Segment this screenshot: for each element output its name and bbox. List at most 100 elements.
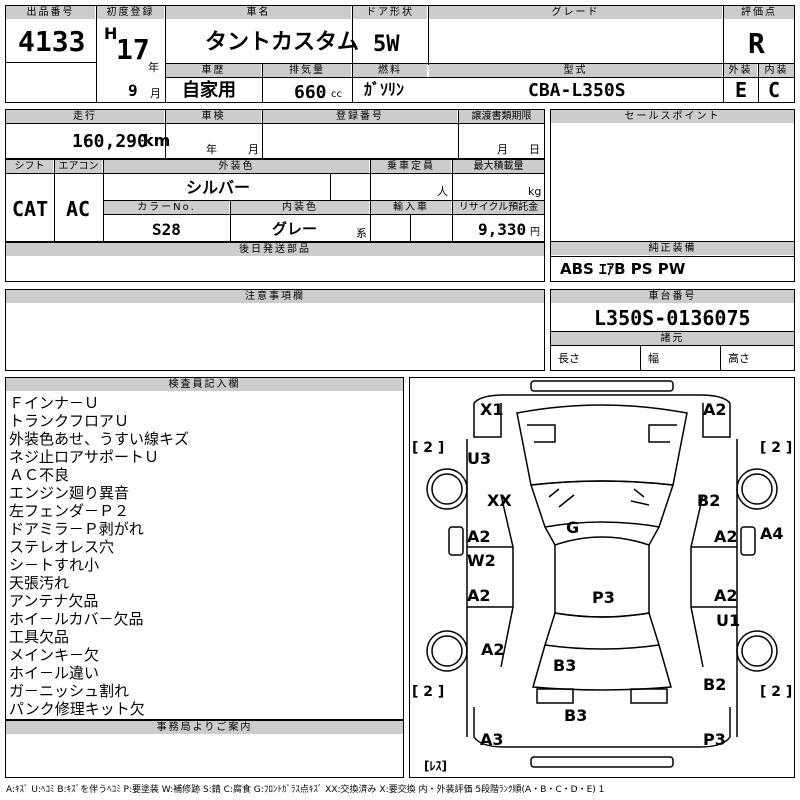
lot-no: 4133: [18, 25, 86, 58]
mileage-label: 走行: [6, 110, 164, 123]
remark-line: トランクフロアＵ: [9, 412, 130, 430]
mark-u1: U1: [716, 611, 741, 630]
car-name-label: 車名: [166, 6, 351, 19]
score-label: 評価点: [724, 6, 794, 19]
mileage-unit: km: [143, 131, 171, 150]
car-outline-diagram: [426, 380, 778, 768]
transfer-label: 譲渡書類期限: [459, 110, 544, 123]
transfer-month-unit: 月: [497, 143, 508, 156]
inspector-block: [5, 377, 404, 720]
remark-line: メインキ－欠: [9, 646, 100, 664]
tire-br: [ 2 ]: [760, 684, 793, 700]
later-parts-block: [5, 242, 545, 282]
mark-p3-bottom: P3: [703, 730, 726, 749]
mark-a2-top: A2: [703, 400, 727, 419]
ac: AC: [66, 197, 91, 221]
model-label: 型式: [429, 64, 722, 77]
history-label: 車歴: [166, 64, 261, 77]
capacity-unit: 人: [437, 185, 448, 198]
shift-label: シフト: [6, 160, 53, 173]
reg-month: 9: [128, 81, 138, 100]
notes-block: [5, 289, 545, 371]
later-parts-label: 後日発送部品: [6, 243, 544, 256]
car-diagram-block: [409, 377, 795, 778]
reg-no-label: 登録番号: [263, 110, 457, 123]
interior-label: 内装: [759, 64, 794, 77]
mileage: 160,290: [72, 131, 148, 152]
ext-color: シルバー: [186, 178, 251, 197]
remark-line: シ－トすれ小: [9, 556, 100, 574]
door-type: 5W: [373, 32, 400, 57]
remark-line: アンテナ欠品: [9, 592, 99, 610]
int-color: グレー: [272, 220, 318, 238]
mark-w2: W2: [467, 551, 496, 570]
recycle-fee: 9,330: [478, 220, 527, 239]
lot-no-label: 出品番号: [6, 6, 95, 19]
displacement-label: 排気量: [263, 64, 351, 77]
mark-a2-right1: A2: [714, 527, 738, 546]
int-color-label: 内装色: [231, 201, 369, 214]
first-reg-label: 初度登録: [97, 6, 164, 19]
remark-line: ネジ止ロアサポートＵ: [9, 448, 160, 466]
office-label: 事務局よりご案内: [6, 721, 403, 734]
remark-line: エンジン廻り異音: [9, 484, 130, 502]
color-no: S28: [152, 220, 181, 239]
remark-line: ガ－ニッシュ割れ: [9, 682, 130, 700]
remark-line: ＡＣ不良: [9, 466, 70, 484]
displacement: 660: [294, 82, 327, 103]
tire-bl: [ 2 ]: [412, 684, 445, 700]
equipment-label: 純正装備: [551, 242, 794, 255]
chassis-label: 車台番号: [551, 290, 794, 303]
mark-xx: XX: [487, 491, 512, 510]
remark-line: 天張汚れ: [9, 574, 70, 592]
grade-label: グレード: [429, 6, 722, 19]
transfer-day-unit: 日: [529, 143, 540, 156]
inspector-label: 検査員記入欄: [6, 378, 403, 391]
car-name: タントカスタム: [205, 30, 360, 55]
recycle-unit: 円: [530, 227, 540, 238]
model: CBA-L350S: [528, 80, 626, 101]
width-label: 幅: [648, 352, 659, 365]
chassis-number: L350S-0136075: [594, 306, 751, 330]
tire-tl: [ 2 ]: [412, 440, 445, 456]
remark-line: Ｆインナ－Ｕ: [9, 394, 100, 412]
legend: A:ｷｽﾞ U:ﾍｺﾐ B:ｷｽﾞを伴うﾍｺﾐ P:要塗装 W:補修跡 S:錆 …: [6, 785, 605, 795]
year-unit: 年: [148, 61, 159, 74]
office-block: [5, 720, 404, 778]
remark-line: パンク修理キット欠: [9, 700, 145, 718]
recycle-label: リサイクル預託金: [453, 201, 544, 214]
inspection-month-unit: 月: [248, 143, 259, 156]
mark-b3-bottom: B3: [564, 706, 588, 725]
capacity-label: 乗車定員: [371, 160, 451, 173]
displacement-unit: cc: [331, 89, 342, 100]
remark-line: 工具欠品: [9, 628, 70, 646]
score: R: [748, 27, 765, 60]
fuel-label: 燃料: [353, 64, 427, 77]
notes-label: 注意事項欄: [6, 290, 544, 303]
interior-grade: C: [768, 78, 781, 102]
mark-a2-left2: A2: [467, 586, 491, 605]
history: 自家用: [182, 80, 236, 101]
reg-year: 17: [116, 33, 150, 66]
mark-a2-left1: A2: [467, 527, 491, 546]
mark-a2-left3: A2: [481, 640, 505, 659]
mark-a4: A4: [760, 524, 784, 543]
sales-point-label: セールスポイント: [551, 110, 794, 123]
chassis-block: [550, 289, 795, 371]
exterior-grade: E: [735, 78, 748, 102]
color-no-label: カラーNo.: [104, 201, 229, 214]
int-color-unit: 系: [356, 227, 367, 240]
inspection-label: 車検: [166, 110, 261, 123]
remark-line: ステレオレス穴: [9, 538, 115, 556]
tire-tr: [ 2 ]: [760, 440, 793, 456]
remark-line: 左フェンダ－Ｐ２: [9, 502, 130, 520]
height-label: 高さ: [728, 352, 750, 365]
remark-line: ホイ－ル違い: [9, 664, 100, 682]
mark-p3-center: P3: [592, 588, 615, 607]
header-block: [5, 5, 795, 103]
fuel: ｶﾞｿﾘﾝ: [364, 80, 405, 99]
load-unit: kg: [528, 185, 542, 198]
length-label: 長さ: [558, 352, 580, 365]
remark-line: ホイ－ルカバ－欠品: [9, 610, 144, 628]
mileage-block: [5, 109, 545, 159]
